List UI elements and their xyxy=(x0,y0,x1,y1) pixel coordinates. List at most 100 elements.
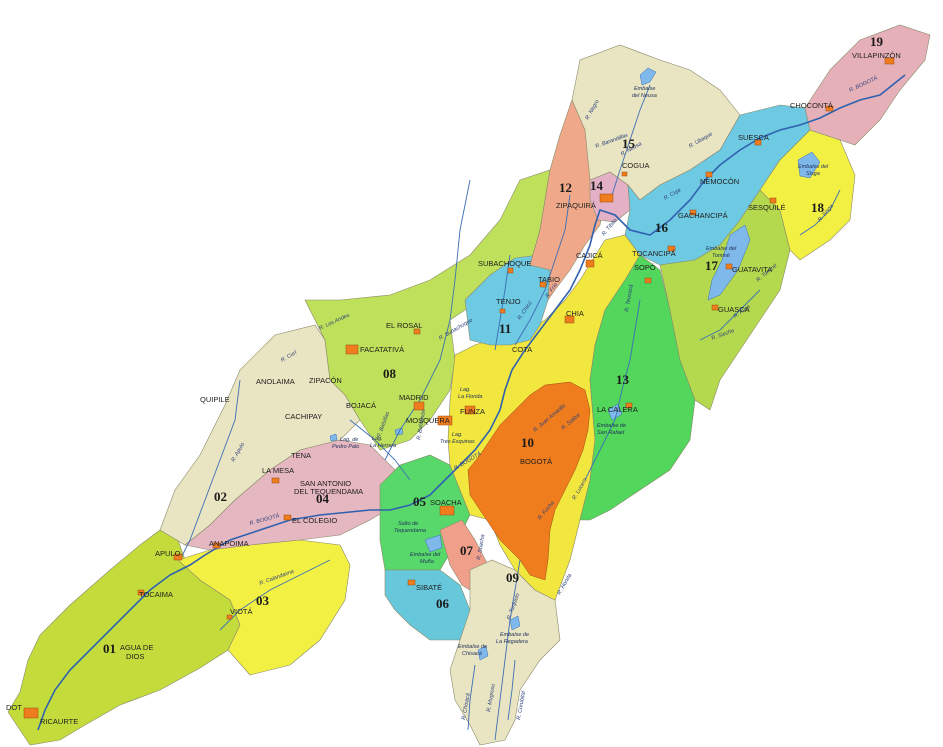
subachoque-marker xyxy=(507,267,514,274)
town-tocancipa: TOCANCIPÁ xyxy=(632,249,676,258)
water-sisga-1: Embalse del xyxy=(798,164,829,170)
water-tomine-2: Tominé xyxy=(712,253,730,259)
town-chia: CHIA xyxy=(566,309,584,318)
zone-number-18: 18 xyxy=(811,200,825,215)
town-funza: FUNZA xyxy=(460,407,485,416)
water-la-florida-2: La Florida xyxy=(458,394,482,400)
river-mugroso: R. Mugroso xyxy=(486,683,497,712)
town-agua-de-dios-1: AGUA DE xyxy=(120,643,153,652)
town-guasca: GUASCA xyxy=(718,305,750,314)
munia-reservoir xyxy=(424,534,443,553)
tunjuelo-river xyxy=(494,559,521,741)
choconta-marker xyxy=(825,105,834,112)
water-la-herrera-2: La Herrera xyxy=(370,443,396,449)
el-rosal-marker xyxy=(413,328,421,335)
zone-number-08: 08 xyxy=(383,366,397,381)
apulo-marker xyxy=(173,553,183,561)
water-san-rafael-1: Embalse de xyxy=(597,423,626,429)
zone-13[interactable] xyxy=(579,254,696,521)
siecha-river xyxy=(699,289,761,341)
zone-numbers: 01 02 03 04 05 06 07 08 09 10 11 12 13 1… xyxy=(103,34,884,656)
cogua-marker xyxy=(621,171,628,177)
town-quipile: QUIPILE xyxy=(200,395,230,404)
zone-number-04: 04 xyxy=(316,491,330,506)
town-villapinzon: VILLAPINZÓN xyxy=(852,51,901,60)
tocancipa-marker xyxy=(667,245,676,252)
zones-layer xyxy=(7,24,931,746)
pedro-palo-lake xyxy=(329,433,338,442)
water-tomine-1: Embalse del xyxy=(706,246,737,252)
sisga-reservoir xyxy=(797,151,821,179)
zone-number-16: 16 xyxy=(655,220,669,235)
la-calera-marker xyxy=(625,402,633,409)
water-neusa-2: del Neusa xyxy=(632,93,657,99)
water-munia-1: Embalse del xyxy=(410,552,441,558)
town-soacha: SOACHA xyxy=(430,498,462,507)
zone-number-09: 09 xyxy=(506,570,520,585)
sesquile-marker xyxy=(769,197,777,204)
town-agua-de-dios-2: DIOS xyxy=(126,652,144,661)
water-tres-esquinas-1: Lag. xyxy=(452,432,463,438)
subachoque-river xyxy=(384,179,471,461)
water-pedro-palo-1: Lag. de xyxy=(340,437,358,443)
zone-number-01: 01 xyxy=(103,641,116,656)
zone-number-17: 17 xyxy=(705,258,719,273)
town-sopo: SOPÓ xyxy=(634,263,656,272)
river-bahamon: R. Bahamón xyxy=(416,409,427,440)
town-cogua: COGUA xyxy=(622,161,650,170)
water-neusa-1: Embalse xyxy=(634,86,655,92)
zone-number-02: 02 xyxy=(214,489,227,504)
guatavita-marker xyxy=(725,263,733,270)
town-sibate: SIBATÉ xyxy=(416,583,442,592)
town-madrid: MADRID xyxy=(399,393,429,402)
water-chisaca-2: Chisacá xyxy=(462,651,482,657)
zone-number-10: 10 xyxy=(521,435,534,450)
water-tres-esquinas-2: Tres Esquinas xyxy=(440,439,475,445)
balsillas-river xyxy=(349,419,411,481)
suesca-marker xyxy=(754,139,762,146)
tomine-reservoir xyxy=(707,224,751,301)
town-bogota: BOGOTÁ xyxy=(520,457,552,466)
town-subachoque: SUBACHOQUE xyxy=(478,259,531,268)
zone-number-19: 19 xyxy=(870,34,884,49)
la-mesa-marker xyxy=(271,477,280,484)
water-la-herrera-1: Lag. xyxy=(372,436,383,442)
zone-06[interactable] xyxy=(384,569,471,641)
water-regadera-2: La Regadera xyxy=(496,639,528,645)
town-cachipay: CACHIPAY xyxy=(285,412,322,421)
town-gachancipa: GACHANCIPÁ xyxy=(678,211,728,220)
town-zipacon: ZIPACÓN xyxy=(309,376,342,385)
town-bojaca: BOJACÁ xyxy=(346,401,376,410)
bogota-urban-area xyxy=(467,381,591,581)
zone-number-12: 12 xyxy=(559,180,572,195)
zone-number-14: 14 xyxy=(590,178,604,193)
river-chisaca: R. Chisacá xyxy=(461,693,472,721)
guasca-marker xyxy=(711,304,719,311)
villapinzon-marker xyxy=(884,57,895,65)
zone-17[interactable] xyxy=(659,189,791,411)
zone-19[interactable] xyxy=(804,24,931,146)
river-teusaca: R. Teusacá xyxy=(624,284,635,312)
san-rafael-reservoir xyxy=(607,403,623,421)
anapoima-marker xyxy=(212,542,221,549)
zone-number-11: 11 xyxy=(499,321,511,336)
town-guatavita: GUATAVITA xyxy=(732,265,772,274)
town-mosquera: MOSQUERA xyxy=(406,416,450,425)
zone-number-03: 03 xyxy=(256,593,270,608)
facatativa-marker xyxy=(345,344,359,355)
neusa-river xyxy=(611,84,651,196)
chisaca-reservoir xyxy=(477,645,489,661)
water-munia-2: Muña xyxy=(420,559,434,565)
water-chisaca-1: Embalse de xyxy=(458,644,487,650)
calandaima-river xyxy=(219,559,331,631)
river-curubital: R. Curubital xyxy=(516,690,527,720)
town-labels: VILLAPINZÓN CHOCONTÁ SUESCA COGUA NEMOCÓ… xyxy=(6,51,901,726)
town-la-calera: LA CALERA xyxy=(597,405,638,414)
town-facatativa: FACATATIVÁ xyxy=(360,345,404,354)
town-tena: TENA xyxy=(291,451,311,460)
mosquera-marker xyxy=(437,415,453,426)
curubital-river xyxy=(507,659,516,721)
tabio-marker xyxy=(539,281,547,288)
water-la-florida-1: Lag. xyxy=(460,387,471,393)
